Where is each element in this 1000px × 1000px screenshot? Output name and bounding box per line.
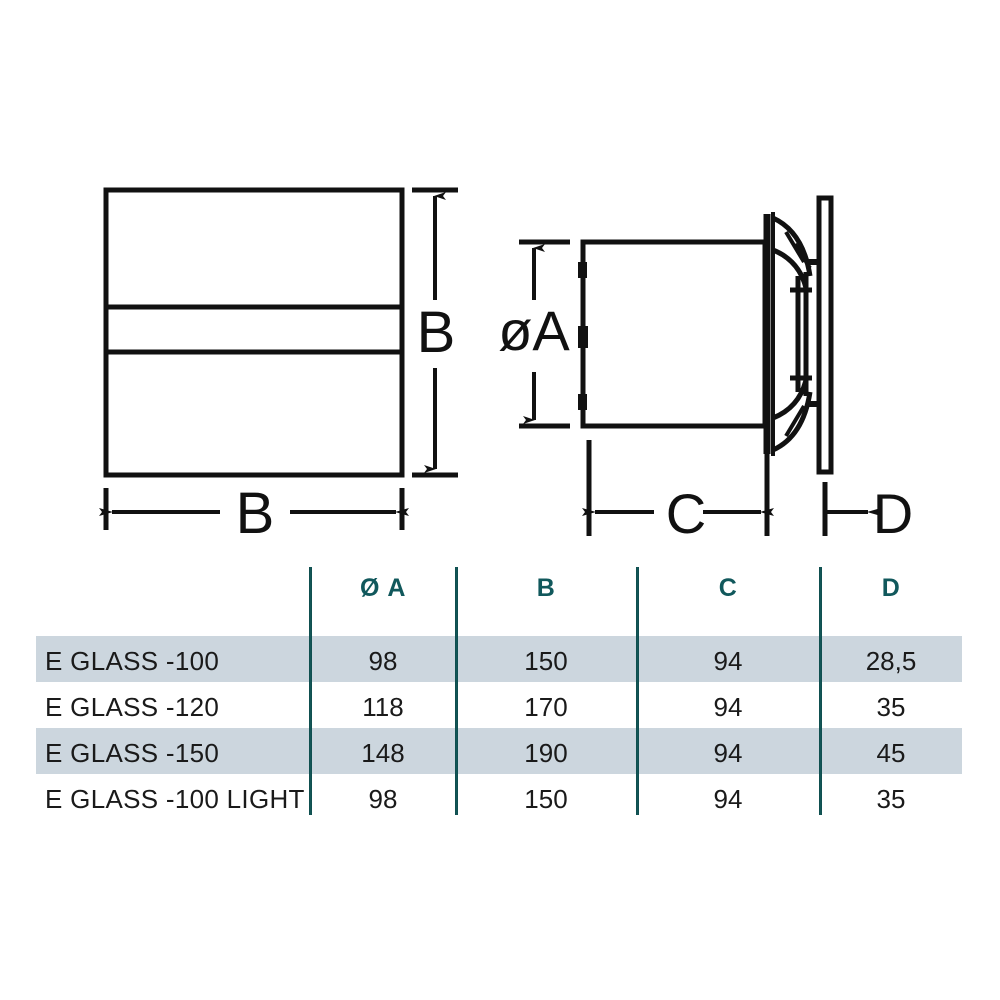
side-view-diameter-label: øA: [498, 299, 570, 362]
table-cell-b: 190: [524, 738, 568, 768]
table-cell-b: 170: [524, 692, 568, 722]
side-view-fan-assembly: [763, 212, 818, 456]
column-header-b: B: [536, 574, 556, 602]
column-divider: [309, 567, 312, 815]
column-header-d: D: [881, 574, 901, 602]
column-divider: [455, 567, 458, 815]
column-header-c: C: [718, 574, 738, 602]
table-cell-d: 45: [876, 738, 906, 768]
side-view-depth-dimension: [582, 440, 774, 536]
table-cell-a: 98: [368, 784, 398, 814]
drawings-svg: B B: [99, 187, 913, 546]
front-view-height-label: B: [417, 300, 456, 365]
table-row-model: E GLASS -100 LIGHT: [45, 784, 305, 814]
table-cell-b: 150: [524, 646, 568, 676]
dimension-table: Ø A B C D E GLASS -100 98 150 94 28,5 E …: [0, 556, 1000, 826]
table-cell-c: 94: [713, 646, 743, 676]
side-view-panel-label: D: [873, 482, 913, 545]
front-view-width-label: B: [236, 481, 275, 546]
table-row-band: [36, 728, 962, 774]
side-view-glass-panel: [816, 195, 834, 475]
table-cell-c: 94: [713, 738, 743, 768]
table-cell-c: 94: [713, 784, 743, 814]
table-row-model: E GLASS -100: [45, 646, 220, 676]
table-cell-d: 35: [876, 784, 906, 814]
technical-drawings: B B: [99, 187, 913, 546]
table-cell-a: 98: [368, 646, 398, 676]
front-view-height-dimension: [412, 187, 458, 478]
side-view-diameter-dimension: [519, 239, 570, 429]
column-header-diameter-a: Ø A: [310, 574, 456, 603]
table-cell-c: 94: [713, 692, 743, 722]
diameter-symbol: Ø: [360, 574, 380, 602]
table-row-model: E GLASS -150: [45, 738, 220, 768]
table-row-band: [36, 636, 962, 682]
table-row-model: E GLASS -120: [45, 692, 220, 722]
diameter-letter: A: [387, 574, 406, 602]
side-view-duct: [578, 239, 768, 429]
front-view-outline: [103, 187, 405, 478]
table-cell-a: 148: [361, 738, 405, 768]
front-view-width-dimension: [99, 488, 409, 530]
table-cell-d: 28,5: [865, 646, 917, 676]
side-view-depth-label: C: [666, 482, 706, 545]
table-cell-b: 150: [524, 784, 568, 814]
table-cell-d: 35: [876, 692, 906, 722]
column-divider: [819, 567, 822, 815]
column-divider: [636, 567, 639, 815]
side-view-panel-dimension: [822, 482, 881, 536]
table-cell-a: 118: [362, 692, 404, 722]
